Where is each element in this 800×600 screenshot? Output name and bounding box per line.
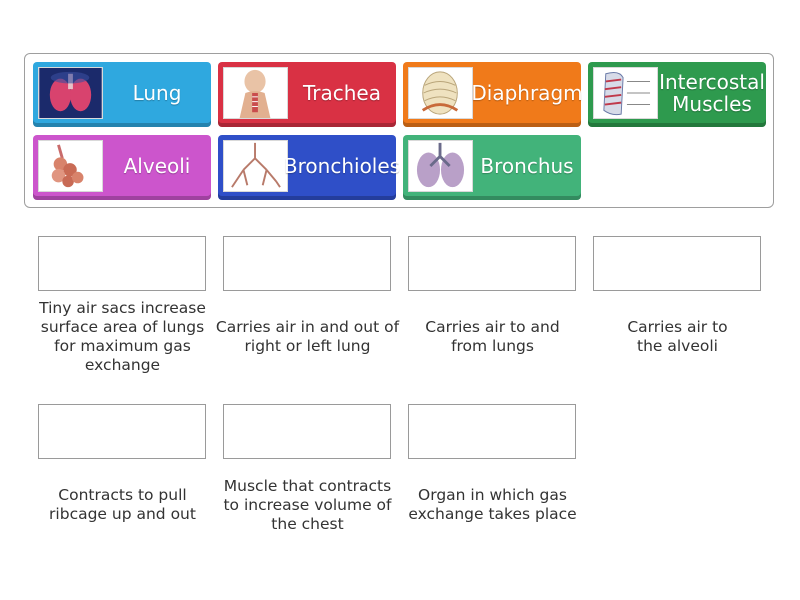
tile-bronchioles[interactable]: Bronchioles bbox=[218, 135, 401, 200]
tile-label: Bronchus bbox=[480, 153, 574, 178]
tile-intercostal-muscles[interactable]: Intercostal Muscles bbox=[588, 62, 766, 127]
tile-label: Trachea bbox=[303, 80, 381, 105]
description-7: Organ in which gas exchange takes place bbox=[408, 486, 577, 523]
description-5: Contracts to pull ribcage up and out bbox=[49, 486, 196, 523]
drop-zone-1[interactable] bbox=[38, 236, 206, 291]
intercostal-muscles-image-icon bbox=[593, 67, 658, 119]
description-2: Carries air in and out of right or left … bbox=[215, 318, 400, 355]
trachea-image-icon bbox=[223, 67, 288, 119]
description-1: Tiny air sacs increase surface area of l… bbox=[39, 299, 206, 374]
tile-label: Bronchioles bbox=[283, 153, 401, 178]
tile-trachea[interactable]: Trachea bbox=[218, 62, 396, 127]
drop-zone-5[interactable] bbox=[38, 404, 206, 459]
answer-tray: Lung Trachea Diaphragm bbox=[24, 53, 774, 208]
drop-zone-3[interactable] bbox=[408, 236, 576, 291]
description-3: Carries air to and from lungs bbox=[425, 318, 560, 355]
drop-zone-6[interactable] bbox=[223, 404, 391, 459]
tile-label: Diaphragm bbox=[471, 80, 583, 105]
tile-label: Intercostal Muscles bbox=[659, 69, 765, 116]
drop-zone-4[interactable] bbox=[593, 236, 761, 291]
tile-label: Alveoli bbox=[123, 153, 191, 178]
tile-bronchus[interactable]: Bronchus bbox=[403, 135, 581, 200]
drop-zone-7[interactable] bbox=[408, 404, 576, 459]
description-6: Muscle that contracts to increase volume… bbox=[223, 477, 392, 533]
tile-lung[interactable]: Lung bbox=[33, 62, 211, 127]
bronchioles-image-icon bbox=[223, 140, 288, 192]
tile-label: Lung bbox=[132, 80, 182, 105]
drop-zone-2[interactable] bbox=[223, 236, 391, 291]
diaphragm-image-icon bbox=[408, 67, 473, 119]
tile-alveoli[interactable]: Alveoli bbox=[33, 135, 211, 200]
tile-diaphragm[interactable]: Diaphragm bbox=[403, 62, 583, 127]
alveoli-image-icon bbox=[38, 140, 103, 192]
bronchus-image-icon bbox=[408, 140, 473, 192]
description-4: Carries air to the alveoli bbox=[627, 318, 728, 355]
lungs-image-icon bbox=[38, 67, 103, 119]
